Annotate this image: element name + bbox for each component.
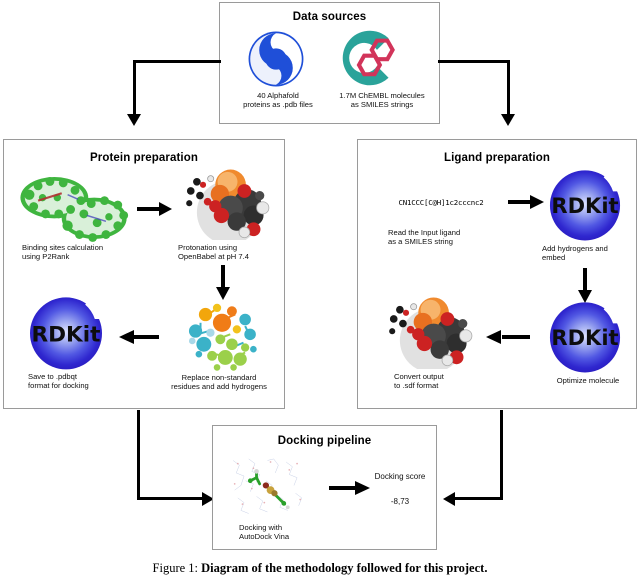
rdkit-logo-protein: RDKit	[26, 295, 106, 371]
connector-ligand-to-docking-horizontal	[455, 497, 503, 500]
protein-step-caption-binding-sites: Binding sites calculation using P2Rank	[22, 243, 104, 262]
chembl-logo	[341, 29, 399, 87]
pdbfixer-dots-logo	[180, 298, 264, 374]
panel-title-ligand-preparation: Ligand preparation	[444, 152, 550, 164]
docking-pose-image	[230, 454, 308, 520]
ligand-step-arrow-2	[578, 268, 594, 304]
panel-ligand-preparation: Ligand preparation CN1CCC[C@H]1c2cccnc2 …	[357, 139, 637, 409]
panel-data-sources: Data sources 40 Alphafold proteins as .p…	[219, 2, 440, 124]
docking-pose-icon	[230, 454, 308, 520]
connector-datasources-to-ligand-horizontal	[438, 60, 510, 63]
docking-score-label: Docking score	[374, 472, 426, 481]
protein-step-arrow-2	[216, 265, 232, 301]
panel-protein-preparation: Protein preparation	[3, 139, 285, 409]
connector-ligand-to-docking-vertical	[500, 410, 503, 500]
alphafold-icon	[248, 31, 304, 87]
connector-datasources-to-protein-vertical	[133, 60, 136, 116]
space-filling-molecule-icon	[389, 297, 473, 373]
figure-caption-text: Diagram of the methodology followed for …	[201, 561, 488, 575]
figure-caption: Figure 1: Diagram of the methodology fol…	[0, 561, 640, 576]
panel-title-protein-preparation: Protein preparation	[90, 152, 198, 164]
data-source-caption-alphafold: 40 Alphafold proteins as .pdb files	[243, 91, 313, 110]
chembl-icon	[342, 30, 395, 86]
connector-protein-to-docking-horizontal	[137, 497, 205, 500]
rdkit-logo-ligand-optimize: RDKit	[546, 300, 624, 374]
rdkit-icon: RDKit	[549, 170, 621, 241]
panel-docking-pipeline: Docking pipeline	[212, 425, 437, 550]
space-filling-molecule-image-output	[383, 295, 475, 373]
docking-step-caption: Docking with AutoDock Vina	[239, 523, 290, 542]
ligand-step-caption-add-hydrogens: Add hydrogens and embed	[542, 244, 608, 263]
smiles-string-value: CN1CCC[C@H]1c2cccnc2	[398, 198, 484, 207]
protein-surface-icon	[20, 177, 129, 242]
rdkit-icon: RDKit	[30, 297, 102, 370]
svg-text:RDKit: RDKit	[551, 325, 618, 350]
panel-title-docking-pipeline: Docking pipeline	[277, 435, 372, 447]
svg-text:RDKit: RDKit	[551, 193, 618, 218]
data-source-caption-chembl: 1.7M ChEMBL molecules as SMILES strings	[339, 91, 425, 110]
ligand-step-arrow-3	[486, 330, 530, 344]
protein-step-caption-replace-residues: Replace non-standard residues and add hy…	[171, 373, 267, 392]
protein-step-arrow-1	[137, 202, 173, 216]
connector-protein-to-docking-arrowhead	[202, 492, 214, 506]
protein-step-arrow-3	[119, 330, 159, 344]
pdbfixer-dots-icon	[188, 303, 257, 371]
protein-step-caption-save-pdbqt: Save to .pdbqt format for docking	[28, 372, 89, 391]
panel-title-data-sources: Data sources	[292, 11, 367, 23]
connector-datasources-to-protein-arrowhead	[127, 114, 141, 126]
ligand-step-arrow-1	[508, 195, 546, 209]
alphafold-logo	[248, 31, 304, 87]
connector-datasources-to-ligand-arrowhead	[501, 114, 515, 126]
ligand-step-caption-convert-output: Convert output to .sdf format	[394, 372, 444, 391]
rdkit-logo-ligand-embed: RDKit	[546, 168, 624, 242]
ligand-step-caption-optimize: Optimize molecule	[556, 376, 620, 385]
space-filling-molecule-icon	[186, 169, 270, 245]
connector-datasources-to-ligand-vertical	[507, 60, 510, 116]
rdkit-icon: RDKit	[549, 302, 621, 373]
connector-datasources-to-protein-horizontal	[133, 60, 221, 63]
docking-score-value: -8,73	[390, 497, 410, 506]
docking-score-arrow	[329, 481, 371, 496]
ligand-step-caption-read-input: Read the Input ligand as a SMILES string	[388, 228, 461, 247]
protein-step-caption-protonation: Protonation using OpenBabel at pH 7.4	[178, 243, 249, 262]
connector-ligand-to-docking-arrowhead	[443, 492, 455, 506]
svg-text:RDKit: RDKit	[31, 322, 100, 347]
figure-caption-prefix: Figure 1:	[152, 561, 199, 575]
connector-protein-to-docking-vertical	[137, 410, 140, 500]
space-filling-molecule-image-protonation	[180, 168, 272, 245]
protein-surface-image	[16, 172, 134, 244]
